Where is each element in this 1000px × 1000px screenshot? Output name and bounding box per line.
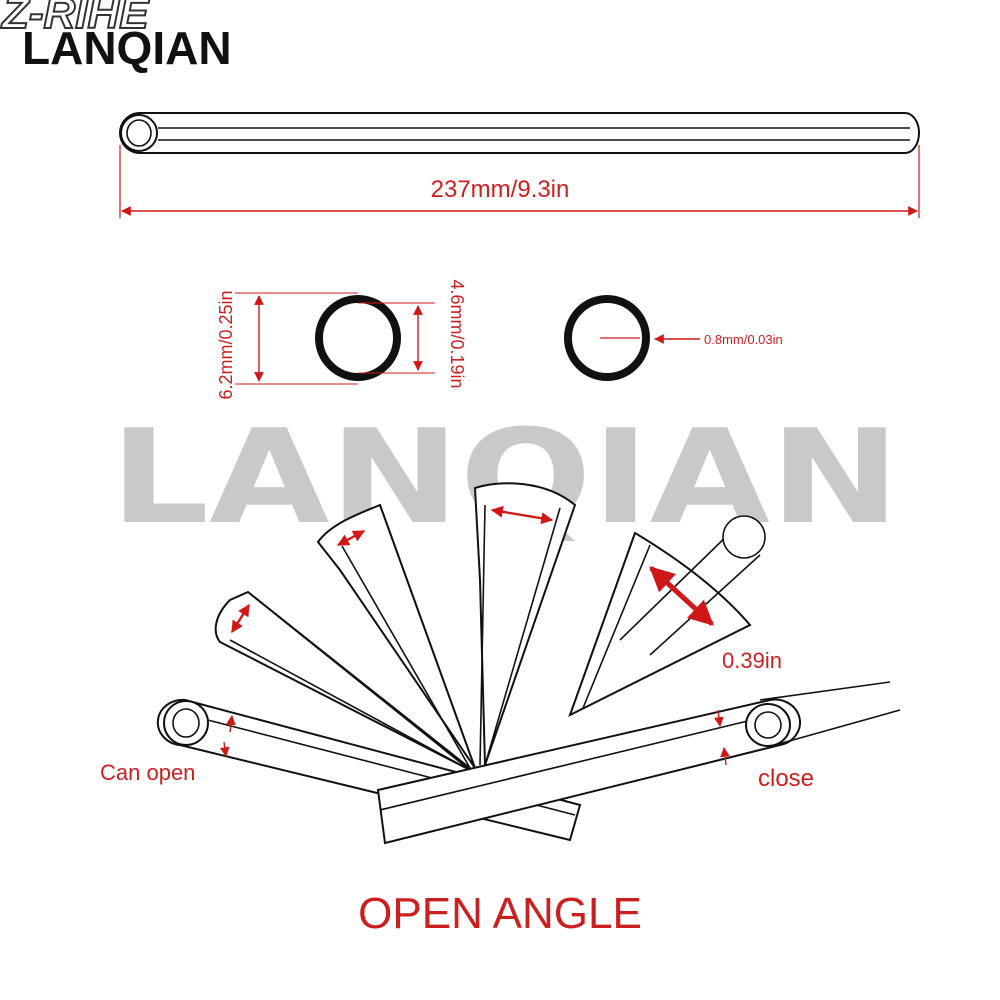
open-angle-illustration: 0.39in Can open close (100, 482, 901, 845)
tube-side-view (119, 112, 920, 154)
open-width-label: 0.39in (722, 648, 782, 673)
logo-text: LANQIAN (22, 22, 232, 74)
brand-logo: Z-RIHE LANQIAN (0, 0, 232, 74)
can-open-label: Can open (100, 760, 195, 785)
inner-diameter-label: 4.6mm/0.19in (447, 279, 467, 388)
length-dimension: 237mm/9.3in (119, 145, 920, 218)
logo-ghost-text: Z-RIHE (0, 0, 150, 38)
outer-diameter-label: 6.2mm/0.25in (216, 290, 236, 399)
cross-section-diameter: 6.2mm/0.25in 4.6mm/0.19in (216, 279, 467, 399)
wall-thickness-label: 0.8mm/0.03in (704, 332, 783, 347)
close-label: close (758, 765, 814, 792)
length-label: 237mm/9.3in (431, 176, 570, 203)
page-title: OPEN ANGLE (358, 889, 642, 938)
cross-section-wall: 0.8mm/0.03in (564, 295, 783, 381)
